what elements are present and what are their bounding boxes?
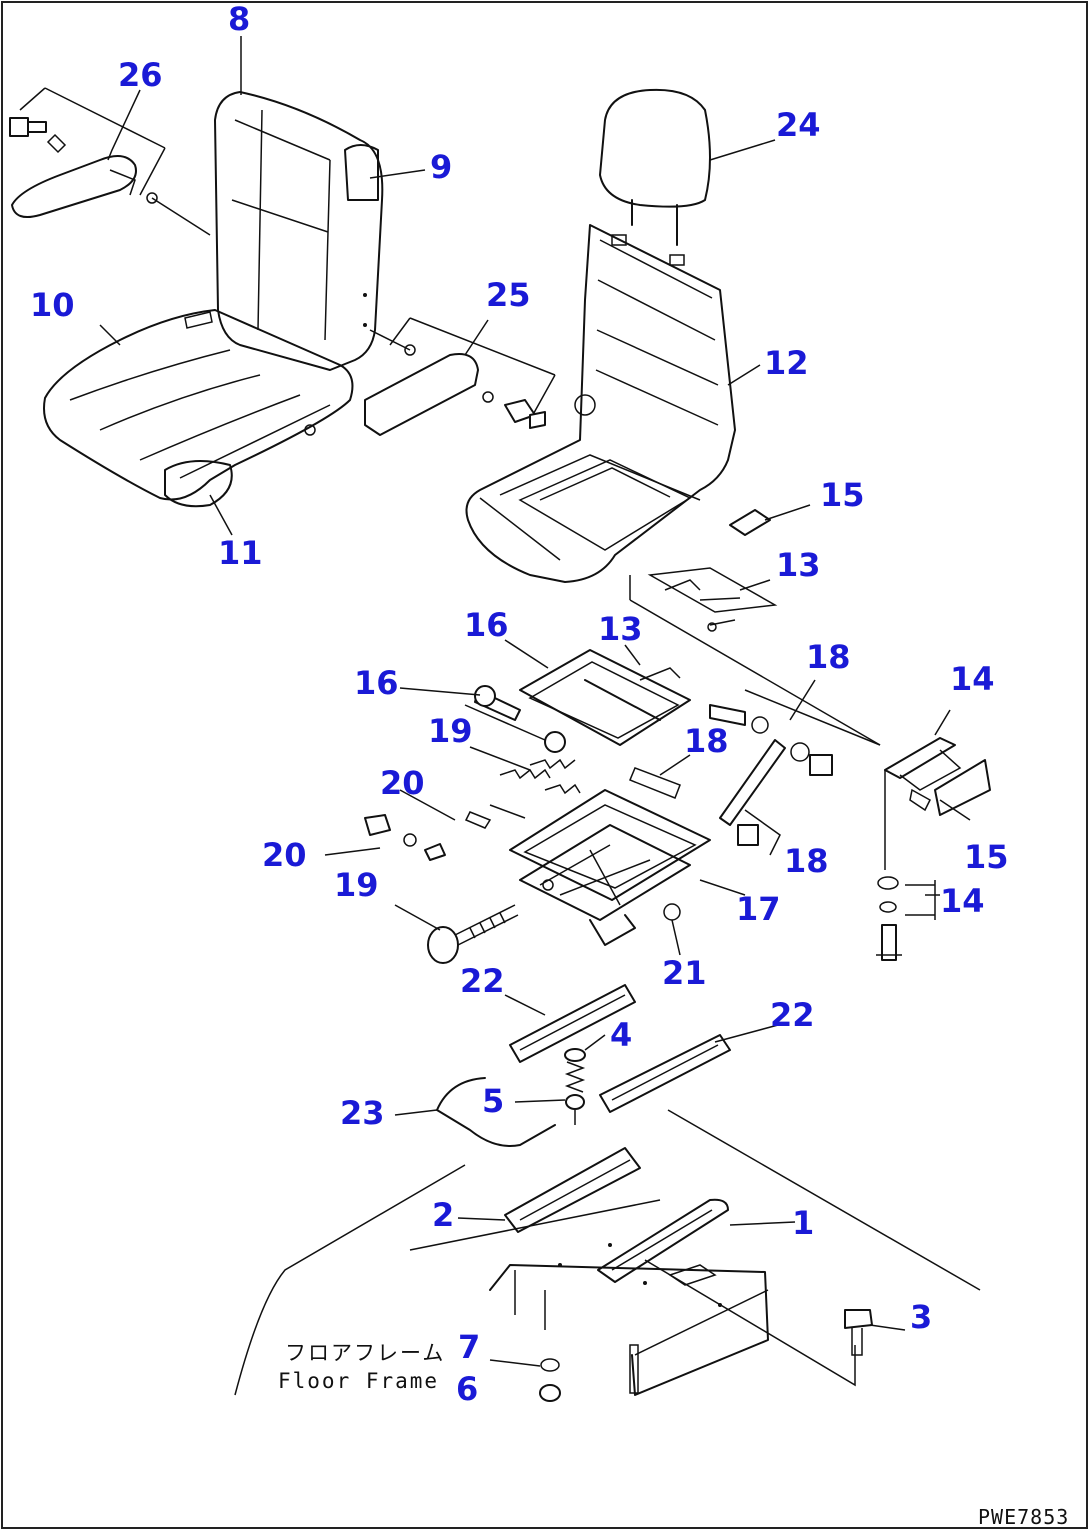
right-bracket — [876, 737, 991, 961]
callout-2: 2 — [432, 1196, 454, 1234]
suspension-parts — [629, 704, 833, 846]
callout-22b: 22 — [770, 996, 815, 1034]
label-plate-upper — [729, 509, 771, 536]
callout-22a: 22 — [460, 962, 505, 1000]
callout-3: 3 — [910, 1298, 932, 1336]
callout-16b: 16 — [354, 664, 399, 702]
callout-numbers: 8 26 9 24 10 25 12 15 11 13 16 13 18 14 … — [30, 0, 1009, 1408]
callout-15a: 15 — [820, 476, 865, 514]
callout-9: 9 — [430, 148, 452, 186]
callout-20a: 20 — [380, 764, 425, 802]
callout-15b: 15 — [964, 838, 1009, 876]
armrest-left — [9, 87, 211, 236]
callout-13b: 13 — [598, 610, 643, 648]
callout-23: 23 — [340, 1094, 385, 1132]
callout-1: 1 — [792, 1204, 814, 1242]
spring-washer — [564, 1048, 586, 1125]
callout-11: 11 — [218, 534, 263, 572]
callout-24: 24 — [776, 106, 821, 144]
callout-18a: 18 — [806, 638, 851, 676]
armrest-right — [364, 317, 556, 436]
callout-4: 4 — [610, 1016, 632, 1054]
callout-20b: 20 — [262, 836, 307, 874]
caution-labels — [639, 567, 778, 681]
suspension-scissor — [509, 789, 711, 946]
drawing-code: PWE7853 — [978, 1505, 1069, 1529]
callout-21: 21 — [662, 954, 707, 992]
callout-18b: 18 — [684, 722, 729, 760]
callout-14a: 14 — [950, 660, 995, 698]
floor-frame-label-en: Floor Frame — [278, 1369, 439, 1393]
seat-back-cushion — [214, 91, 384, 371]
floor-frame — [234, 1109, 981, 1402]
callout-14b: 14 — [940, 882, 985, 920]
height-adjust-knob — [427, 904, 519, 964]
leader-lines — [99, 36, 971, 1367]
seat-frame — [465, 224, 736, 583]
callout-25: 25 — [486, 276, 531, 314]
callout-7: 7 — [458, 1328, 480, 1366]
floor-frame-label-jp: フロアフレーム — [285, 1341, 445, 1365]
bolt-3 — [844, 1309, 873, 1356]
headrest — [599, 88, 711, 246]
slide-lever — [436, 1077, 556, 1147]
callout-5: 5 — [482, 1082, 504, 1120]
seat-cushion — [43, 309, 354, 508]
upper-bracket — [474, 649, 691, 753]
callout-6: 6 — [456, 1370, 478, 1408]
callout-18c: 18 — [784, 842, 829, 880]
callout-19b: 19 — [334, 866, 379, 904]
slide-rails — [509, 984, 731, 1113]
callout-19a: 19 — [428, 712, 473, 750]
callout-12: 12 — [764, 344, 809, 382]
callout-16a: 16 — [464, 606, 509, 644]
callout-13a: 13 — [776, 546, 821, 584]
callout-10: 10 — [30, 286, 75, 324]
callout-8: 8 — [228, 0, 250, 38]
callout-26: 26 — [118, 56, 163, 94]
callout-17: 17 — [736, 890, 781, 928]
